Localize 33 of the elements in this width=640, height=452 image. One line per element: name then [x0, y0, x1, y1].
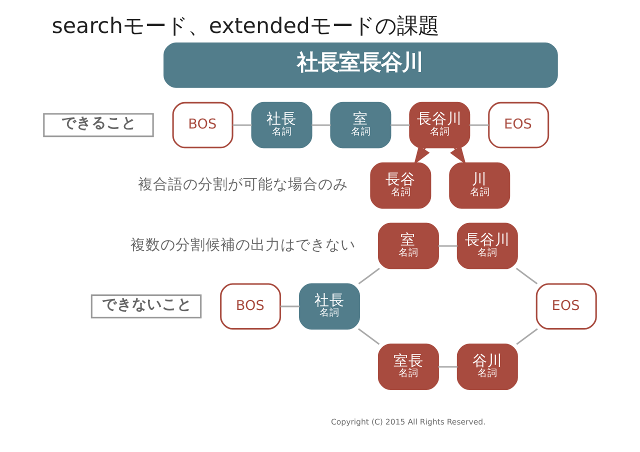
node-box: 社長室長谷川	[164, 42, 558, 88]
connector	[438, 366, 458, 368]
connector	[312, 124, 331, 126]
connector	[280, 306, 300, 308]
arrow	[450, 146, 466, 165]
connector	[358, 328, 380, 345]
node-box: 長谷川 名詞	[409, 102, 470, 148]
node-box: 川 名詞	[449, 162, 510, 209]
node-box: できないこと	[90, 294, 202, 318]
node-box: EOS	[536, 283, 597, 330]
label: Copyright (C) 2015 All Rights Reserved.	[330, 417, 486, 426]
connector	[438, 245, 458, 247]
node-box: 室 名詞	[330, 102, 392, 148]
connector	[516, 268, 538, 284]
connector	[358, 268, 380, 284]
node-box: BOS	[172, 102, 234, 148]
node-box: 社長 名詞	[251, 102, 312, 148]
node-box: 室長 名詞	[378, 344, 439, 390]
diagram-title: searchモード、extendedモードの課題	[52, 14, 439, 40]
label: 複数の分割候補の出力はできない	[130, 236, 356, 254]
node-box: BOS	[220, 283, 282, 330]
node-box: 室 名詞	[378, 222, 439, 270]
connector	[390, 124, 410, 126]
node-box: EOS	[488, 102, 550, 148]
connector	[516, 328, 538, 345]
node-box: できること	[43, 113, 154, 138]
node-box: 社長 名詞	[299, 283, 360, 330]
connector	[232, 124, 252, 126]
node-box: 長谷川 名詞	[456, 222, 518, 270]
label: 複合語の分割が可能な場合のみ	[138, 176, 348, 193]
connector	[470, 124, 489, 126]
node-box: 長谷 名詞	[370, 162, 432, 209]
node-box: 谷川 名詞	[456, 344, 518, 390]
